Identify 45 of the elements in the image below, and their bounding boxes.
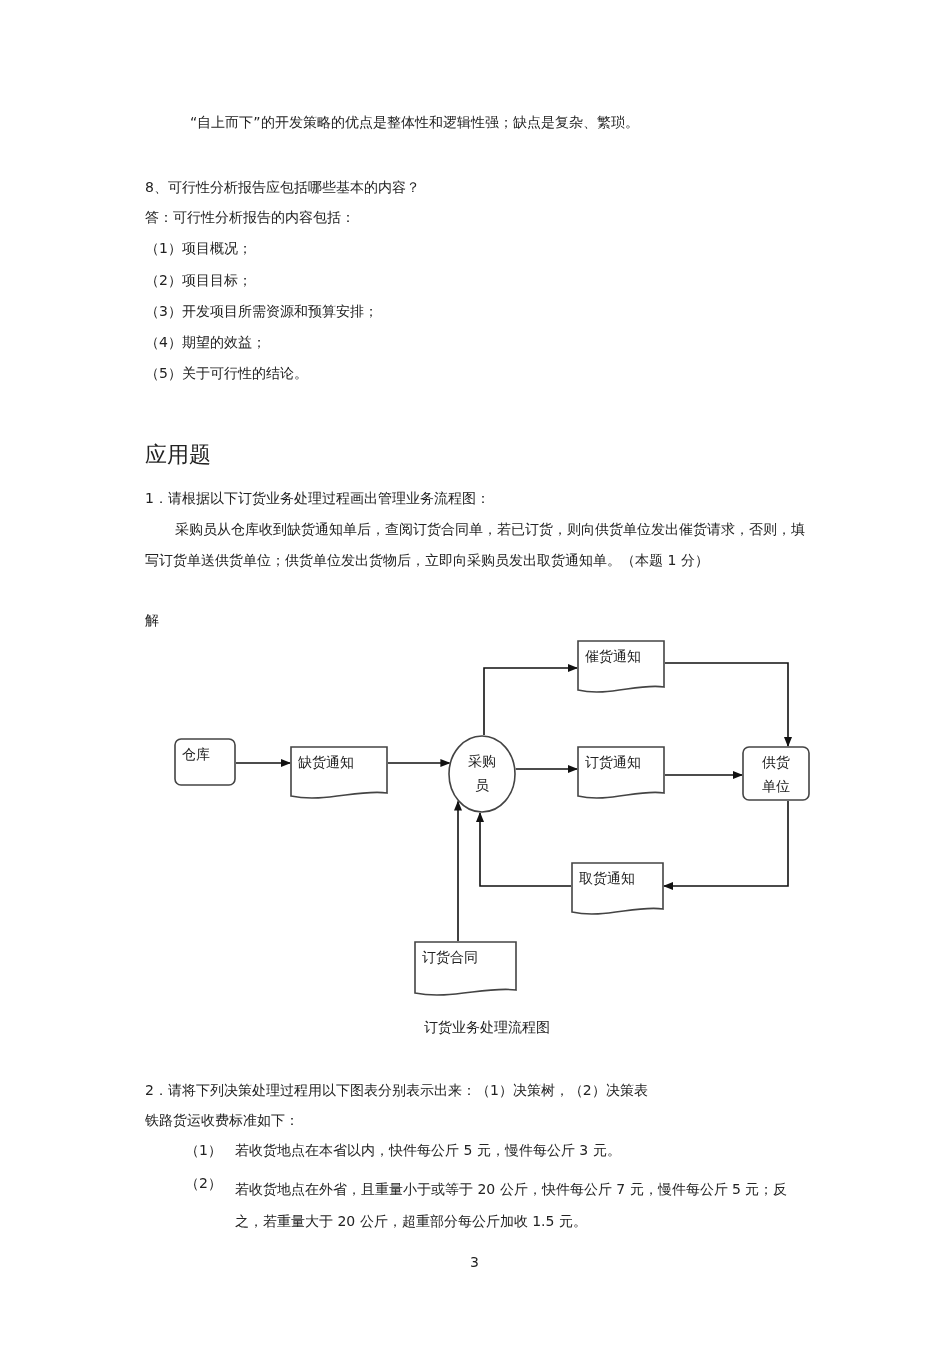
document-shape [571,862,664,917]
arrow [514,765,578,773]
arrow [663,800,789,890]
section-heading: 应用题 [145,441,212,469]
question-text: 2．请将下列决策处理过程用以下图表分别表示出来：（1）决策树，（2）决策表 [145,1081,649,1100]
page-number: 3 [470,1253,480,1272]
node-label: 缺货通知 [298,753,354,772]
node-label: 催货通知 [585,647,641,666]
process-box [174,738,236,786]
list-item: （5）关于可行性的结论。 [145,364,309,383]
arrow [664,662,792,747]
document-shape [577,640,665,695]
list-item: （4）期望的效益； [145,333,267,352]
document-shape [414,941,517,998]
arrow [476,811,572,887]
list-item: （2）项目目标； [145,271,253,290]
answer-text: 答：可行性分析报告的内容包括： [145,208,356,227]
body-text: 采购员从仓库收到缺货通知单后，查阅订货合同单，若已订货，则向供货单位发出催货请求，否则，填写订货单送供货单位；供货单位发出货物后，立即向采购员发出取货通知单。（本题 1 分） [145,520,805,570]
question-text: 1．请根据以下订货业务处理过程画出管理业务流程图： [145,489,491,508]
list-number: （1） [185,1141,223,1160]
process-circle [448,735,516,813]
document-shape [290,746,388,801]
list-item: （3）开发项目所需资源和预算安排； [145,302,379,321]
arrow [387,759,451,767]
figure-caption: 订货业务处理流程图 [424,1018,550,1037]
question-text: 8、可行性分析报告应包括哪些基本的内容？ [145,178,421,197]
node-label: 供货单位 [761,753,791,796]
node-label: 订货合同 [422,948,478,967]
node-label: 仓库 [182,745,210,764]
node-label: 取货通知 [579,869,635,888]
process-box [742,746,810,801]
arrow [454,800,462,942]
list-item: （1）项目概况； [145,239,253,258]
arrow [235,759,291,767]
body-text: 解 [145,611,160,630]
arrow [664,771,743,779]
document-shape [577,746,665,801]
list-item: 若收货地点在本省以内，快件每公斤 5 元，慢件每公斤 3 元。 [235,1141,622,1160]
list-number: （2） [185,1174,223,1193]
node-label: 订货通知 [585,753,641,772]
node-label: 采购员 [467,752,497,795]
body-text: “自上而下”的开发策略的优点是整体性和逻辑性强；缺点是复杂、繁琐。 [190,113,640,132]
arrow [483,664,578,736]
list-item: 若收货地点在外省，且重量小于或等于 20 公斤，快件每公斤 7 元，慢件每公斤 5 元；反之，若重量大于 20 公斤，超重部分每公斤加收 1.5 元。 [235,1180,789,1231]
body-text: 铁路货运收费标准如下： [145,1111,300,1130]
